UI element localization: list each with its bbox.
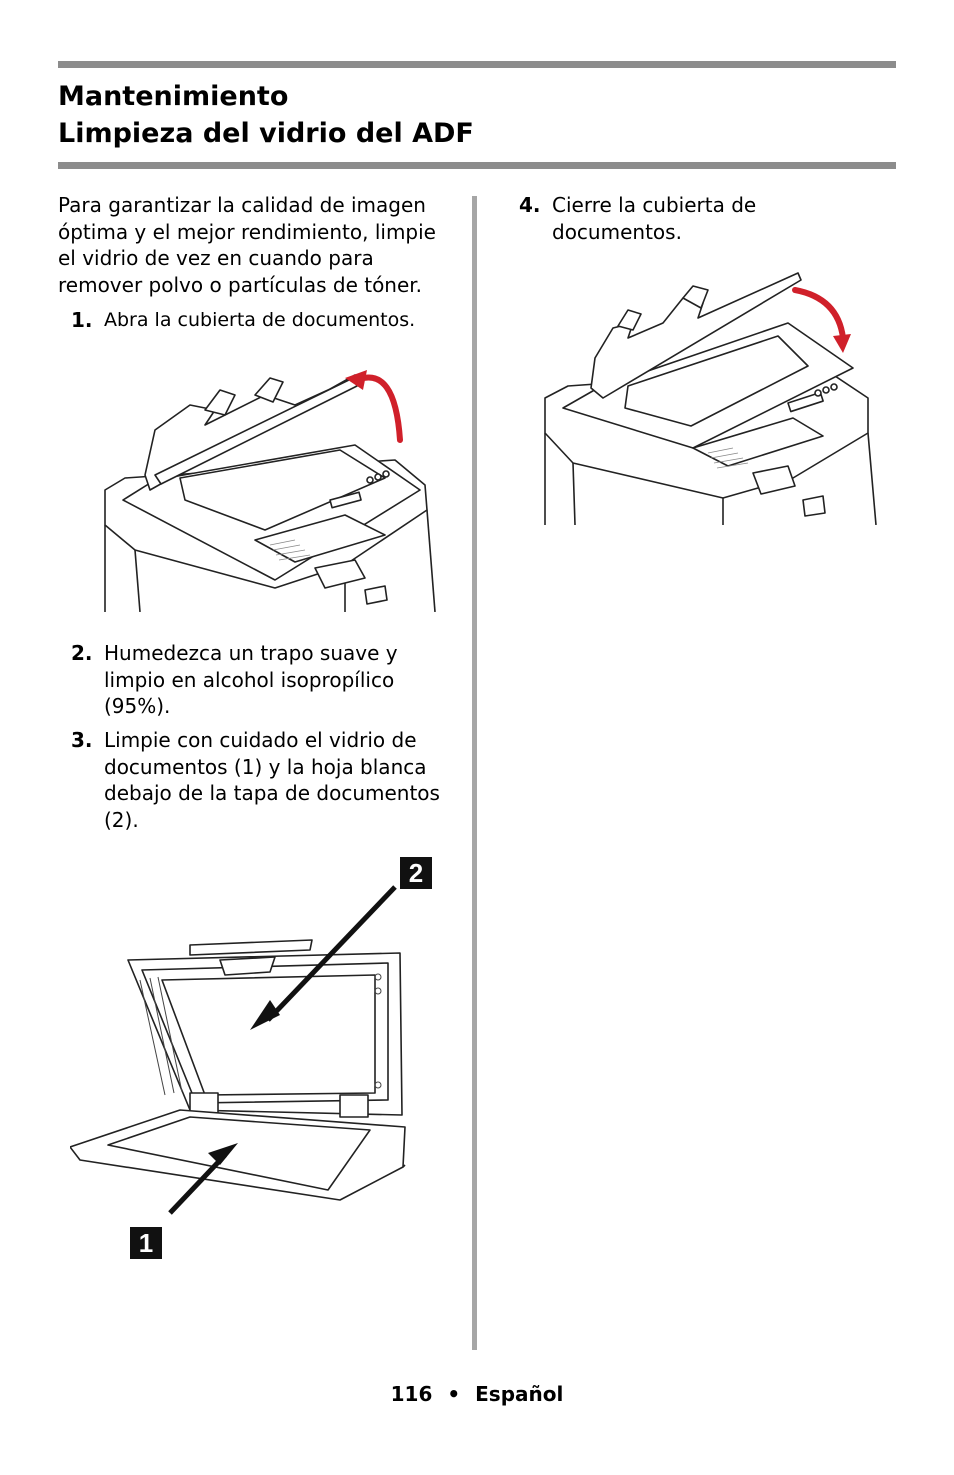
title-underline-rule <box>58 162 896 169</box>
step-4: 4. Cierre la cubierta de documentos. <box>506 192 886 245</box>
column-divider <box>472 196 477 1350</box>
step-1: 1. Abra la cubierta de documentos. <box>58 307 458 334</box>
glass-and-sheet-illustration: 2 1 <box>69 855 440 1260</box>
page-number: 116 <box>390 1382 433 1406</box>
step-text: Abra la cubierta de documentos. <box>104 309 416 331</box>
step-3: 3. Limpie con cuidado el vidrio de docum… <box>58 727 458 833</box>
intro-paragraph: Para garantizar la calidad de imagen ópt… <box>58 193 436 297</box>
section-title: Mantenimiento <box>58 81 289 112</box>
step-text: Cierre la cubierta de documentos. <box>552 193 757 244</box>
step-number: 2. <box>71 641 93 665</box>
close-cover-illustration <box>544 272 877 525</box>
top-rule <box>58 61 896 68</box>
callout-label-1: 1 <box>138 1228 154 1258</box>
topic-title: Limpieza del vidrio del ADF <box>58 118 474 149</box>
callout-label-2: 2 <box>408 858 424 888</box>
step-number: 1. <box>71 308 93 332</box>
page-title: Mantenimiento Limpieza del vidrio del AD… <box>58 78 474 152</box>
step-number: 3. <box>71 728 93 752</box>
footer-separator: • <box>447 1382 461 1406</box>
step-text: Humedezca un trapo suave y limpio en alc… <box>104 641 398 718</box>
step-text: Limpie con cuidado el vidrio de document… <box>104 728 440 832</box>
step-2: 2. Humedezca un trapo suave y limpio en … <box>58 640 458 720</box>
footer-language: Español <box>475 1382 564 1406</box>
open-cover-illustration <box>104 370 436 612</box>
step-number: 4. <box>519 193 541 217</box>
page-footer: 116 • Español <box>0 1382 954 1406</box>
